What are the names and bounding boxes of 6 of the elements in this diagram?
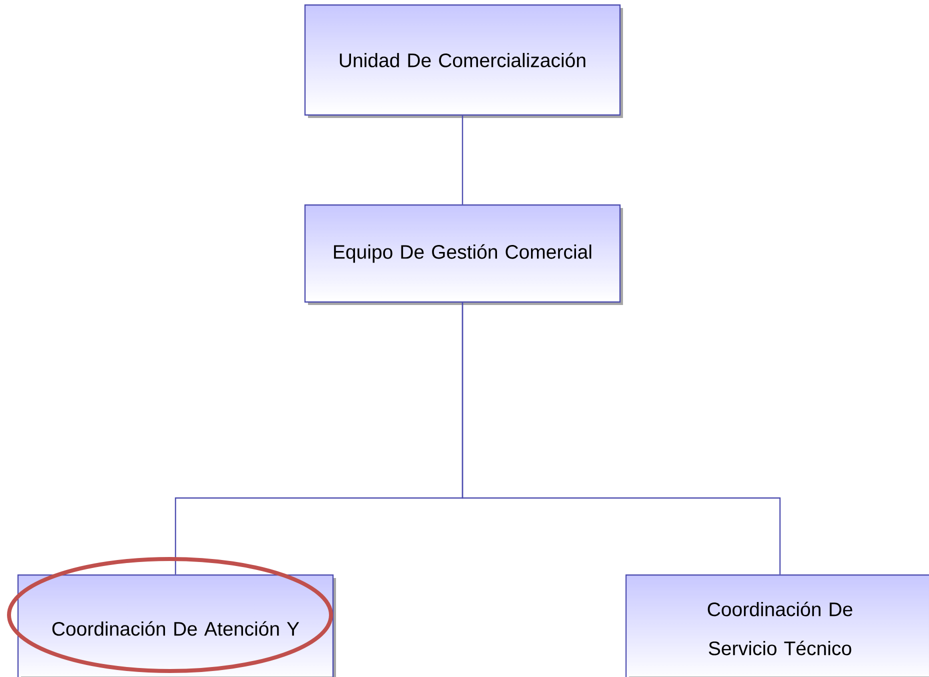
connector-line [462, 116, 464, 204]
connector-line [462, 302, 781, 574]
org-box: Coordinación De Servicio Técnico [625, 574, 929, 677]
org-box: Equipo De Gestión Comercial [304, 204, 623, 305]
org-box: Unidad De Comercialización [304, 4, 623, 118]
org-box: Coordinación De Atención Y [17, 574, 336, 677]
